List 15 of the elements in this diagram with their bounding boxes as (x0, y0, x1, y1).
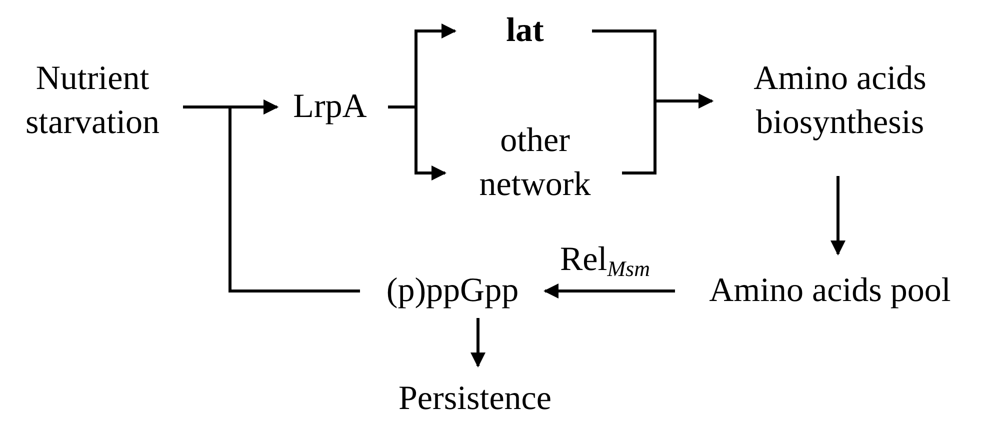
arrow (830, 176, 846, 256)
node-label: Amino acids pool (709, 270, 951, 311)
arrow (228, 100, 360, 292)
arrow (470, 318, 486, 368)
node-label: (p)ppGpp (386, 270, 519, 311)
node-label: Persistence (398, 378, 552, 419)
node-label: other network (478, 120, 592, 205)
arrow (544, 284, 675, 298)
node-label: Nutrient starvation (24, 58, 161, 143)
node-label: lat (506, 10, 544, 51)
edge-label: Rel$_{Msm}$ (560, 243, 650, 277)
arrow (622, 94, 714, 174)
node-label: Amino acids biosynthesis (752, 58, 928, 143)
arrow (388, 106, 446, 180)
node-label: LrpA (293, 86, 367, 127)
